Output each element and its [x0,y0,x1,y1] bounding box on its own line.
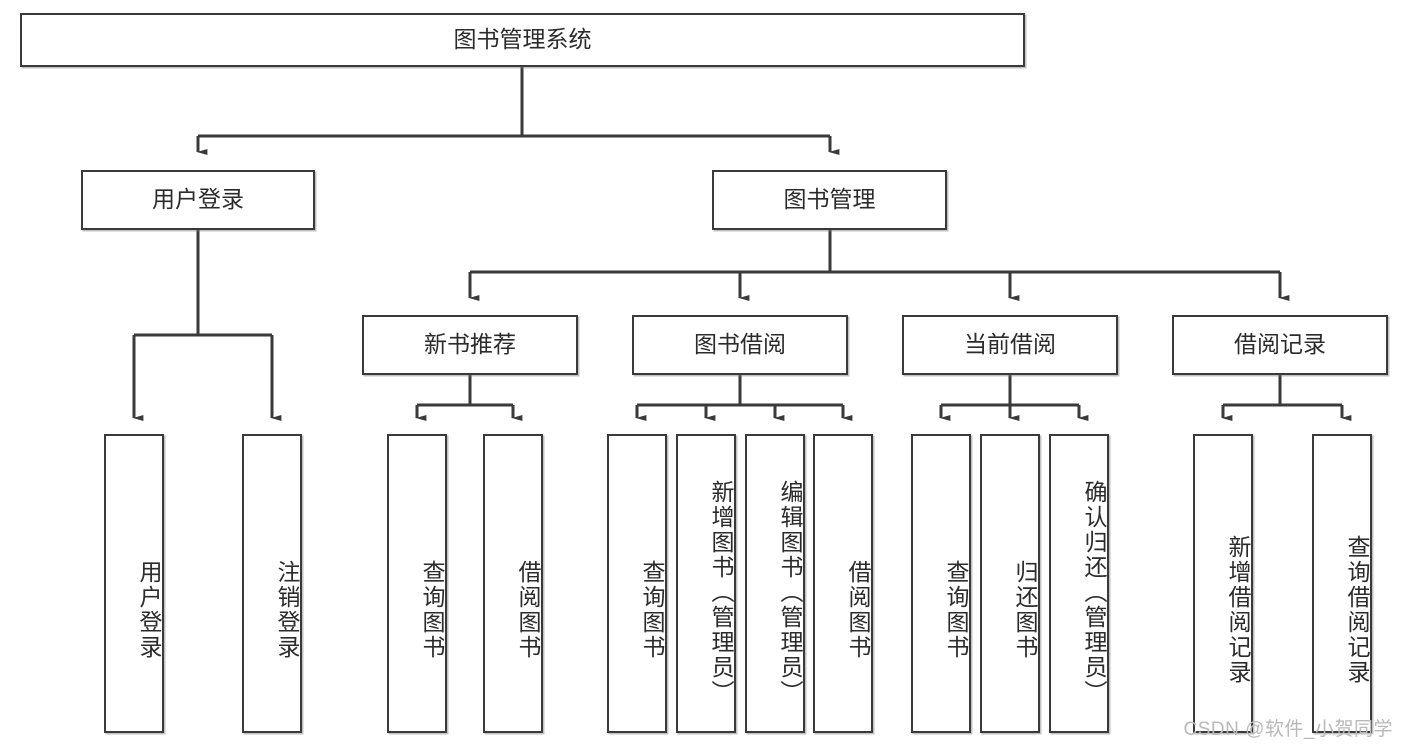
leaf-query-book-1[interactable]: 查询图书 [387,434,447,733]
node-book-borrow[interactable]: 图书借阅 [632,315,848,375]
leaf-query-book-2[interactable]: 查询图书 [607,434,667,733]
node-book-management[interactable]: 图书管理 [712,170,947,230]
leaf-user-logout[interactable]: 注销登录 [242,434,302,733]
leaf-add-book[interactable]: 新增图书（管理员） [676,434,736,733]
node-new-book-recommend[interactable]: 新书推荐 [362,315,578,375]
leaf-return-book[interactable]: 归还图书 [980,434,1040,733]
leaf-query-record[interactable]: 查询借阅记录 [1312,434,1372,733]
leaf-add-record[interactable]: 新增借阅记录 [1193,434,1253,733]
leaf-borrow-book-2[interactable]: 借阅图书 [813,434,873,733]
node-user-login[interactable]: 用户登录 [81,170,315,230]
leaf-edit-book[interactable]: 编辑图书（管理员） [745,434,805,733]
watermark: CSDN @软件_小贺同学 [1183,719,1393,740]
leaf-borrow-book-1[interactable]: 借阅图书 [483,434,543,733]
leaf-user-login[interactable]: 用户登录 [104,434,164,733]
leaf-confirm-return[interactable]: 确认归还（管理员） [1049,434,1109,733]
leaf-query-book-3[interactable]: 查询图书 [911,434,971,733]
node-current-borrow[interactable]: 当前借阅 [902,315,1118,375]
node-root[interactable]: 图书管理系统 [20,13,1025,67]
node-borrow-record[interactable]: 借阅记录 [1172,315,1388,375]
